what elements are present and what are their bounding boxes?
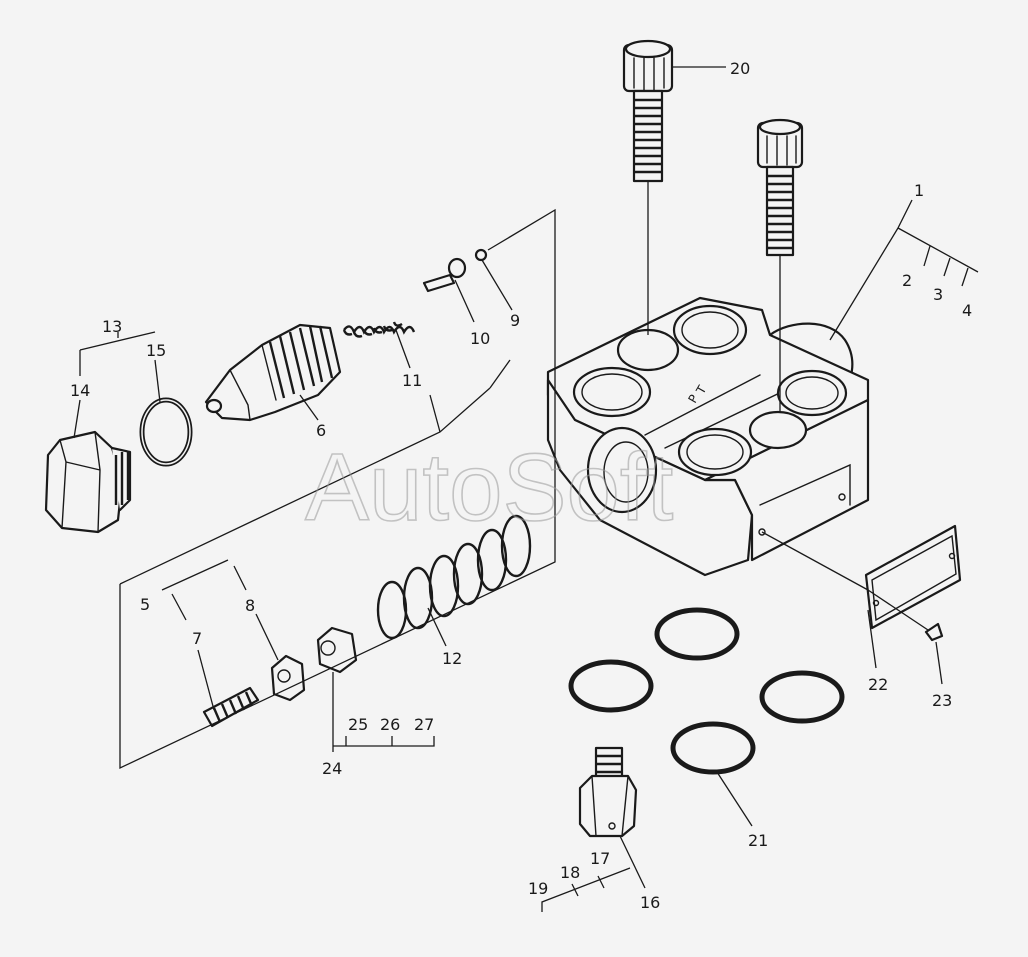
name-plate xyxy=(864,524,962,630)
callout-26: 26 xyxy=(380,715,400,734)
valve-body: T P xyxy=(546,296,870,577)
plate-screw xyxy=(924,622,944,642)
callout-15: 15 xyxy=(146,341,166,360)
callout-8: 8 xyxy=(245,596,255,615)
ball xyxy=(474,248,488,262)
o-rings-21 xyxy=(568,607,845,775)
callout-4: 4 xyxy=(962,301,972,320)
callout-24: 24 xyxy=(322,759,342,778)
poppet-seat xyxy=(204,323,342,422)
nut-8 xyxy=(270,654,306,702)
watermark: AutoSoft xyxy=(305,434,673,541)
callout-17: 17 xyxy=(590,849,610,868)
callout-9: 9 xyxy=(510,311,520,330)
callout-2: 2 xyxy=(902,271,912,290)
callout-12: 12 xyxy=(442,649,462,668)
fitting xyxy=(578,746,638,838)
set-screw xyxy=(202,686,260,728)
callout-18: 18 xyxy=(560,863,580,882)
pin xyxy=(422,257,467,293)
callout-21: 21 xyxy=(748,831,768,850)
callout-13: 13 xyxy=(102,317,122,336)
callout-16: 16 xyxy=(640,893,660,912)
callout-1: 1 xyxy=(914,181,924,200)
callout-7: 7 xyxy=(192,629,202,648)
bolt-short xyxy=(756,118,804,412)
bolt-long xyxy=(622,39,674,335)
callout-20: 20 xyxy=(730,59,750,78)
callout-25: 25 xyxy=(348,715,368,734)
callout-22: 22 xyxy=(868,675,888,694)
callout-labels: 1 2 3 4 5 6 7 8 9 10 11 12 13 14 15 16 1… xyxy=(70,59,972,912)
callout-3: 3 xyxy=(933,285,943,304)
callout-10: 10 xyxy=(470,329,490,348)
callout-23: 23 xyxy=(932,691,952,710)
callout-6: 6 xyxy=(316,421,326,440)
callout-27: 27 xyxy=(414,715,434,734)
spring-small xyxy=(342,321,416,338)
leader-lines xyxy=(73,66,979,912)
spring-large xyxy=(376,514,532,640)
callout-14: 14 xyxy=(70,381,90,400)
plug xyxy=(44,430,132,534)
callout-19: 19 xyxy=(528,879,548,898)
o-ring-15 xyxy=(139,397,193,467)
callout-5: 5 xyxy=(140,595,150,614)
callout-11: 11 xyxy=(402,371,422,390)
